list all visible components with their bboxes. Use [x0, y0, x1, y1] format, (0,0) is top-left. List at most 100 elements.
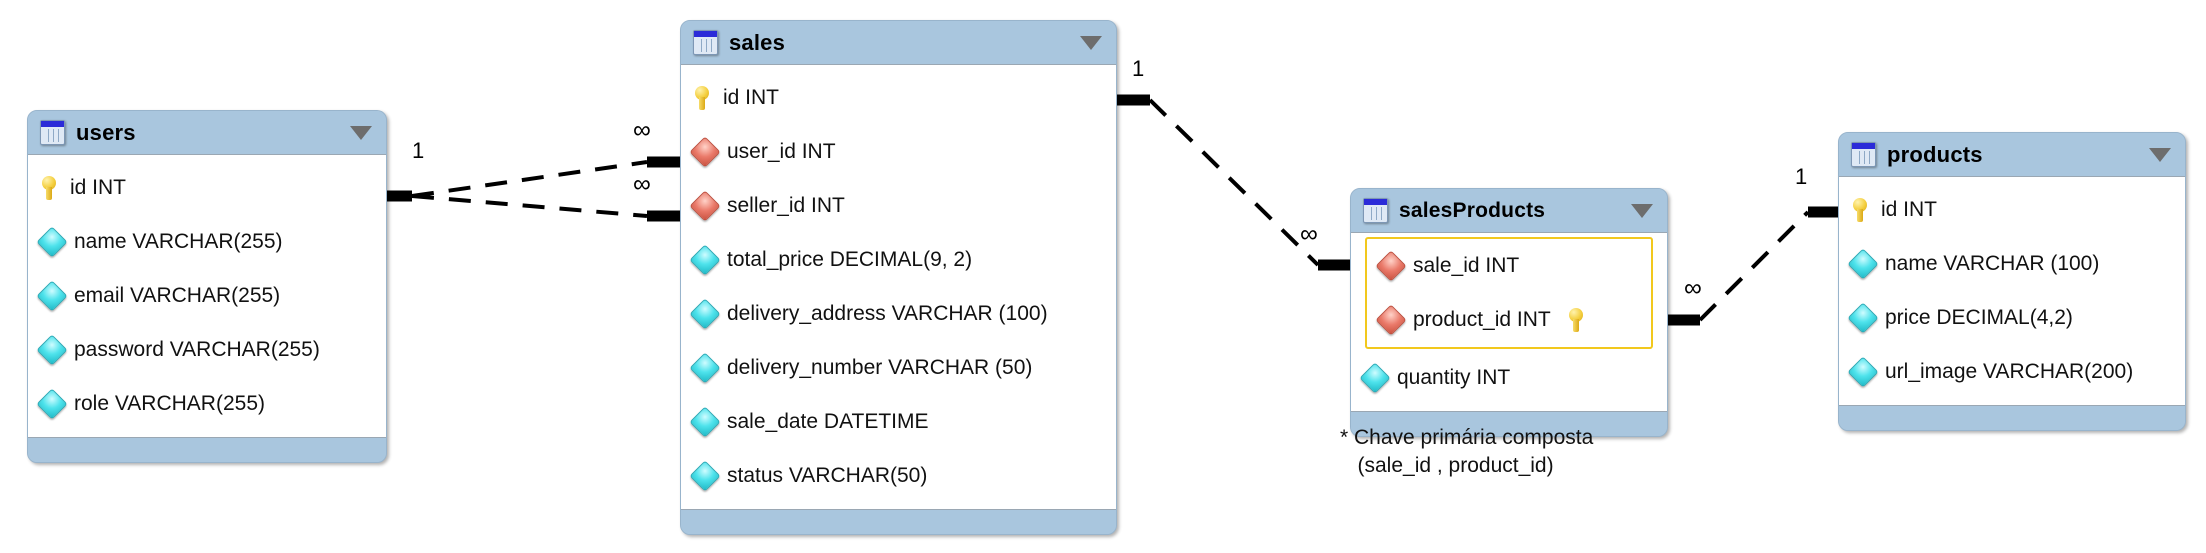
field-label: total_price DECIMAL(9, 2)	[727, 248, 973, 271]
field-row[interactable]: seller_id INT	[681, 179, 1116, 233]
field-row[interactable]: password VARCHAR(255)	[28, 323, 386, 377]
column-icon	[689, 352, 721, 384]
table-footer	[681, 510, 1116, 534]
relation-sales-to-salesproducts	[1117, 94, 1352, 271]
cardinality-label-sales-userid-many: ∞	[633, 116, 651, 144]
table-icon	[1363, 198, 1388, 223]
cardinality-label-sales-sellerid-many: ∞	[633, 170, 651, 198]
column-icon	[36, 280, 68, 312]
column-icon	[36, 388, 68, 420]
field-label: status VARCHAR(50)	[727, 464, 928, 487]
table-users[interactable]: users id INT name VARCHAR(255) email VAR…	[27, 110, 387, 463]
table-body-users: id INT name VARCHAR(255) email VARCHAR(2…	[28, 154, 386, 438]
column-icon	[1359, 362, 1391, 394]
field-label: price DECIMAL(4,2)	[1885, 306, 2073, 329]
cardinality-label-products-one: 1	[1795, 164, 1808, 189]
field-label: delivery_address VARCHAR (100)	[727, 302, 1048, 325]
table-salesproducts[interactable]: salesProducts sale_id INT product_id INT…	[1350, 188, 1668, 437]
table-products[interactable]: products id INT name VARCHAR (100) price…	[1838, 132, 2186, 431]
composite-key-icon	[1568, 308, 1584, 332]
table-body-products: id INT name VARCHAR (100) price DECIMAL(…	[1839, 176, 2185, 406]
field-label: id INT	[70, 176, 127, 199]
cardinality-label-salesproducts-product-many: ∞	[1684, 274, 1702, 302]
table-icon	[40, 120, 65, 145]
table-sales[interactable]: sales id INT user_id INT seller_id INT t…	[680, 20, 1117, 535]
column-icon	[36, 334, 68, 366]
field-row[interactable]: user_id INT	[681, 125, 1116, 179]
foreign-key-icon	[1375, 250, 1407, 282]
chevron-down-icon[interactable]	[2149, 147, 2171, 162]
foreign-key-icon	[689, 190, 721, 222]
field-row[interactable]: url_image VARCHAR(200)	[1839, 345, 2185, 399]
table-title: products	[1887, 141, 1983, 167]
field-label: sale_date DATETIME	[727, 410, 929, 433]
table-body-salesproducts: sale_id INT product_id INT quantity INT	[1351, 232, 1667, 412]
cardinality-label-users-one: 1	[412, 138, 425, 163]
chevron-down-icon[interactable]	[350, 125, 372, 140]
column-icon	[1847, 356, 1879, 388]
field-label: quantity INT	[1397, 366, 1511, 389]
field-row[interactable]: delivery_address VARCHAR (100)	[681, 287, 1116, 341]
field-row[interactable]: id INT	[28, 161, 386, 215]
field-row[interactable]: delivery_number VARCHAR (50)	[681, 341, 1116, 395]
chevron-down-icon[interactable]	[1080, 35, 1102, 50]
field-label: url_image VARCHAR(200)	[1885, 360, 2134, 383]
field-label: password VARCHAR(255)	[74, 338, 320, 361]
column-icon	[1847, 302, 1879, 334]
field-label: id INT	[723, 86, 780, 109]
field-label: user_id INT	[727, 140, 836, 163]
column-icon	[36, 226, 68, 258]
table-icon	[1851, 142, 1876, 167]
field-label: name VARCHAR(255)	[74, 230, 283, 253]
table-header-sales[interactable]: sales	[681, 21, 1116, 64]
relation-users-to-sales-user-id	[387, 156, 680, 202]
field-row[interactable]: name VARCHAR (100)	[1839, 237, 2185, 291]
field-row[interactable]: id INT	[1839, 183, 2185, 237]
table-header-products[interactable]: products	[1839, 133, 2185, 176]
column-icon	[689, 460, 721, 492]
field-row[interactable]: sale_id INT	[1367, 239, 1651, 293]
column-icon	[689, 298, 721, 330]
relation-users-to-sales-seller-id	[411, 194, 680, 222]
table-header-users[interactable]: users	[28, 111, 386, 154]
field-label: email VARCHAR(255)	[74, 284, 281, 307]
primary-key-icon	[1852, 198, 1868, 222]
table-footer	[28, 438, 386, 462]
composite-pk-note: * Chave primária composta (sale_id , pro…	[1340, 426, 1594, 478]
field-label: id INT	[1881, 198, 1938, 221]
field-row[interactable]: total_price DECIMAL(9, 2)	[681, 233, 1116, 287]
field-row[interactable]: sale_date DATETIME	[681, 395, 1116, 449]
field-label: seller_id INT	[727, 194, 845, 217]
relation-products-to-salesproducts	[1666, 206, 1840, 326]
primary-key-icon	[694, 86, 710, 110]
table-footer	[1839, 406, 2185, 430]
table-title: salesProducts	[1399, 198, 1546, 222]
column-icon	[689, 244, 721, 276]
table-footer	[1351, 412, 1667, 436]
field-row[interactable]: id INT	[681, 71, 1116, 125]
field-label: product_id INT	[1413, 308, 1551, 331]
table-header-salesproducts[interactable]: salesProducts	[1351, 189, 1667, 232]
field-row[interactable]: role VARCHAR(255)	[28, 377, 386, 431]
field-row[interactable]: quantity INT	[1351, 351, 1667, 405]
chevron-down-icon[interactable]	[1631, 203, 1653, 218]
foreign-key-icon	[689, 136, 721, 168]
column-icon	[689, 406, 721, 438]
cardinality-label-salesproducts-many: ∞	[1300, 220, 1318, 248]
table-title: users	[76, 119, 136, 145]
field-label: delivery_number VARCHAR (50)	[727, 356, 1033, 379]
field-label: sale_id INT	[1413, 254, 1520, 277]
primary-key-icon	[41, 176, 57, 200]
field-row[interactable]: product_id INT	[1367, 293, 1651, 347]
field-row[interactable]: status VARCHAR(50)	[681, 449, 1116, 503]
field-row[interactable]: price DECIMAL(4,2)	[1839, 291, 2185, 345]
composite-primary-key-group: sale_id INT product_id INT	[1365, 237, 1653, 349]
column-icon	[1847, 248, 1879, 280]
field-row[interactable]: name VARCHAR(255)	[28, 215, 386, 269]
field-label: name VARCHAR (100)	[1885, 252, 2100, 275]
cardinality-label-sales-one: 1	[1132, 56, 1145, 81]
table-icon	[693, 30, 718, 55]
table-body-sales: id INT user_id INT seller_id INT total_p…	[681, 64, 1116, 510]
field-row[interactable]: email VARCHAR(255)	[28, 269, 386, 323]
